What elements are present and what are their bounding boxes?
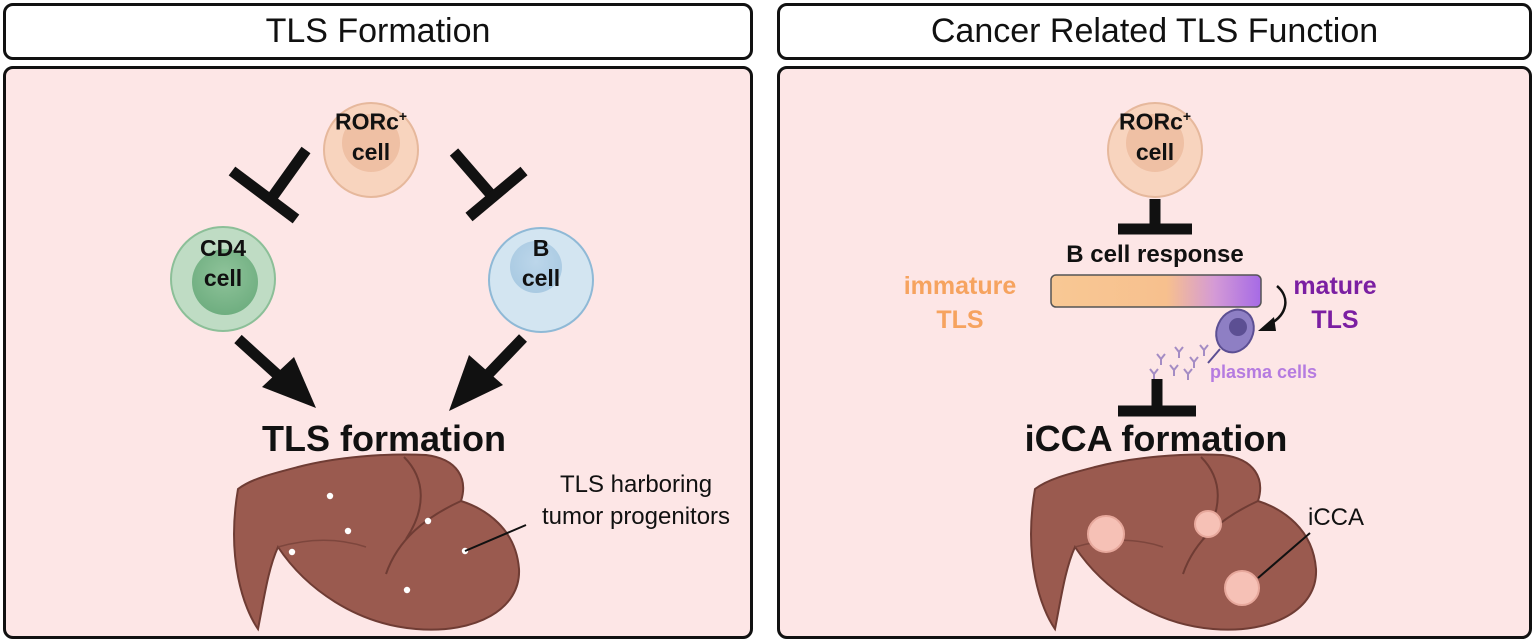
- curved-arrow-icon: [1258, 285, 1287, 331]
- tumor-nodules-icon: [1087, 510, 1260, 606]
- liver-icon-right: [1030, 453, 1318, 632]
- icca-pointer-icon: [1257, 532, 1311, 579]
- left-diagram-graphics: [170, 102, 594, 632]
- ror-cell-label-right: RORc+ cell: [1118, 108, 1192, 165]
- ror-cell-label: RORc+ cell: [334, 108, 408, 165]
- liver-icon: [233, 453, 527, 632]
- inhibit-b-response-icon: [1118, 199, 1192, 235]
- b-cell-response-label: B cell response: [1066, 241, 1244, 268]
- annotation-pointer-icon: [464, 524, 527, 552]
- arrow-cd4-to-tls-icon: [234, 334, 316, 408]
- icca-annotation-label: iCCA: [1308, 504, 1365, 531]
- tls-formation-label: TLS formation: [262, 418, 506, 459]
- left-panel: RORc+ cell CD4 cell B cell TLS formation…: [3, 66, 753, 639]
- plasma-cells-label: plasma cells: [1210, 362, 1318, 382]
- inhibit-icca-icon: [1118, 379, 1196, 417]
- left-panel-title: TLS Formation: [3, 3, 753, 60]
- right-diagram-graphics: [1030, 102, 1318, 632]
- inhibit-cd4-icon: [228, 146, 311, 224]
- icca-formation-label: iCCA formation: [1024, 418, 1288, 459]
- b-cell-response-gradient-bar: [1050, 274, 1262, 308]
- arrow-b-to-tls-icon: [449, 334, 527, 411]
- b-cell-label: B cell: [521, 235, 561, 291]
- right-panel: RORc+ cell B cell response immature TLS …: [777, 66, 1532, 639]
- mature-tls-label: mature TLS: [1293, 272, 1377, 334]
- immature-tls-label: immature TLS: [903, 272, 1017, 334]
- plasma-cell-icon: [1207, 308, 1255, 364]
- cd4-cell-label: CD4 cell: [199, 235, 246, 291]
- cd4-cell-icon: [170, 226, 276, 332]
- ror-cell-icon: [323, 102, 419, 198]
- antibodies-icon: [1149, 344, 1209, 380]
- tls-annotation-label: TLS harboring tumor progenitors: [541, 471, 731, 530]
- right-panel-title: Cancer Related TLS Function: [777, 3, 1532, 60]
- inhibit-b-icon: [449, 148, 528, 222]
- ror-cell-icon-right: [1107, 102, 1203, 198]
- b-cell-icon: [488, 227, 594, 333]
